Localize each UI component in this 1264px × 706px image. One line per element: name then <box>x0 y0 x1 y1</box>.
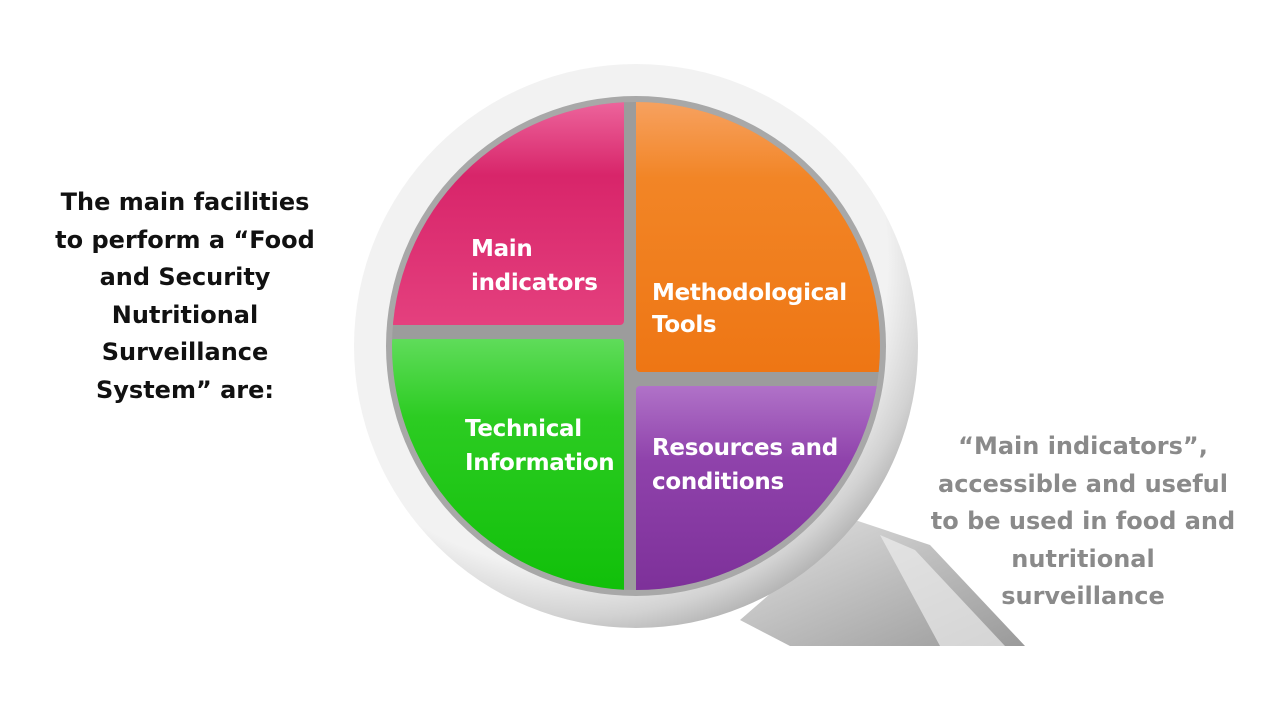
segment-label-technical-information: Information <box>465 450 614 476</box>
intro-line: and Security <box>99 263 271 291</box>
segment-label-main-indicators: Main <box>471 236 532 262</box>
svg-text:Main indicators: Main indicators <box>471 236 598 296</box>
segment-label-technical-information: Technical <box>465 416 582 442</box>
svg-text:Technical Information: Technical Information <box>465 416 614 476</box>
segment-label-methodological-tools: Methodological <box>652 280 847 306</box>
description-line: to be used in food and <box>930 507 1236 535</box>
description-line: surveillance <box>1001 582 1165 610</box>
facilities-intro-text: The main facilities to perform a “Food a… <box>40 184 330 409</box>
segment-label-main-indicators: indicators <box>471 270 598 296</box>
svg-text:Methodological Tools: Methodological Tools <box>652 280 855 338</box>
description-line: accessible and useful <box>938 469 1228 498</box>
segment-label-resources-conditions: conditions <box>652 469 784 495</box>
svg-text:Resources and conditions: Resources and conditions <box>652 435 846 495</box>
description-line: nutritional <box>1011 544 1155 573</box>
intro-line: Nutritional <box>111 300 259 329</box>
segment-label-methodological-tools: Tools <box>652 312 716 338</box>
description-line: “Main indicators”, <box>958 432 1208 460</box>
intro-line: Surveillance <box>101 338 269 366</box>
intro-line: The main facilities <box>60 188 310 216</box>
segment-label-resources-conditions: Resources and <box>652 435 838 461</box>
main-indicators-description: “Main indicators”, accessible and useful… <box>918 428 1248 616</box>
intro-line: to perform a “Food <box>55 225 315 254</box>
magnifier-handle <box>740 520 1025 646</box>
intro-line: System” are: <box>95 375 274 404</box>
